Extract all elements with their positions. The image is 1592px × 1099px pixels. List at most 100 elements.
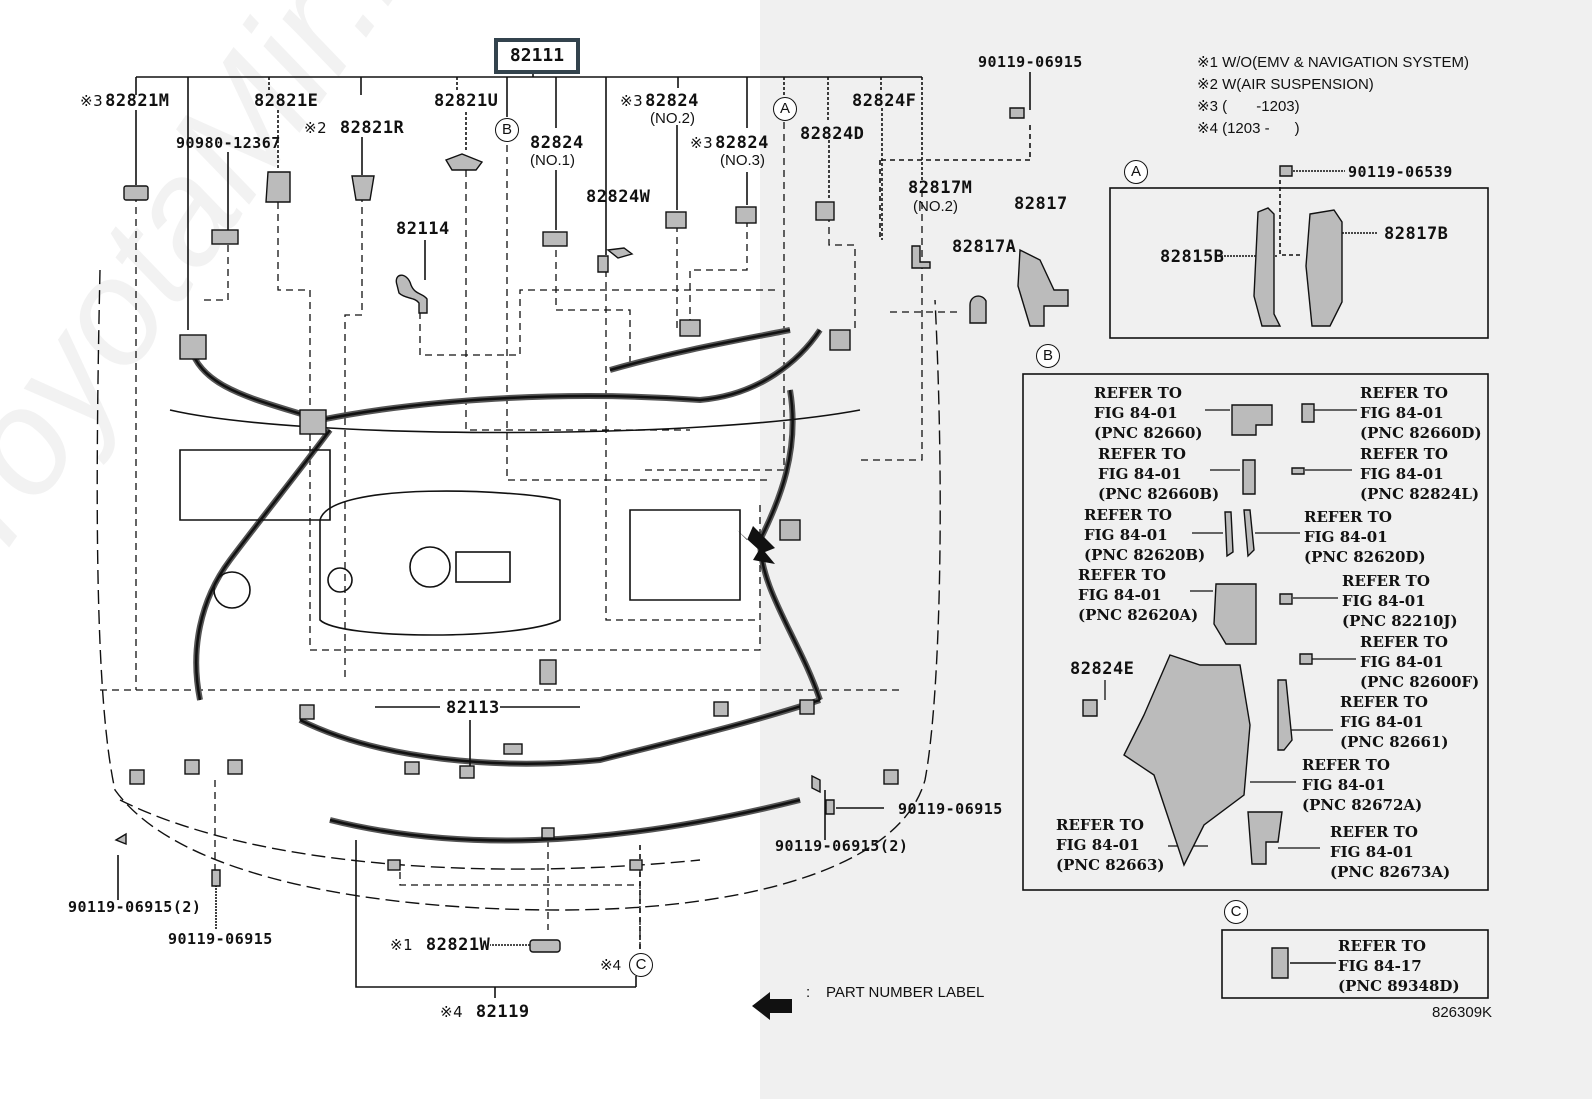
part-label-82114[interactable]: 82114 — [396, 219, 450, 239]
engine-cover — [319, 490, 561, 636]
harness-connector — [629, 859, 643, 871]
part-sublabel-no1: (NO.1) — [530, 152, 575, 169]
part-label-82821W[interactable]: ※1 82821W — [390, 935, 491, 955]
part-number-label-arrow-icon — [737, 526, 775, 564]
part-label-82824W[interactable]: 82824W — [586, 187, 651, 207]
engine-part — [213, 571, 251, 609]
note-2: ※2 W(AIR SUSPENSION) — [1197, 76, 1374, 93]
part-label-82817M[interactable]: 82817M — [908, 178, 973, 198]
harness-connector — [459, 765, 475, 779]
part-label-82119[interactable]: ※4 82119 — [440, 1002, 530, 1022]
connector-82821M — [123, 185, 149, 201]
note-4: ※4 (1203 - ) — [1197, 120, 1300, 137]
connector-90980 — [211, 229, 239, 245]
part-label-82824E[interactable]: 82824E — [1070, 659, 1135, 679]
harness-connector — [799, 699, 815, 715]
detail-c-label: C — [1224, 900, 1248, 924]
callout-c-mark: ※4 — [600, 957, 621, 974]
part-label-bolt-right-2[interactable]: 90119-06915(2) — [775, 837, 909, 855]
part-label-82113[interactable]: 82113 — [446, 698, 500, 718]
note-3: ※3 ( -1203) — [1197, 98, 1300, 115]
part-sublabel-no3: (NO.3) — [720, 152, 765, 169]
junction-box-82663 — [1123, 654, 1251, 867]
callout-b-circle[interactable]: B — [495, 118, 519, 142]
harness-connector — [404, 761, 420, 775]
callout-c-circle[interactable]: C — [629, 953, 653, 977]
right-panel-background — [760, 0, 1592, 1099]
part-label-bolt-top[interactable]: 90119-06915 — [978, 53, 1083, 71]
harness-connector — [387, 859, 401, 871]
part-label-82824F[interactable]: 82824F — [852, 91, 917, 111]
harness-connector — [503, 743, 523, 755]
detail-a-bolt-label[interactable]: 90119-06539 — [1348, 163, 1453, 181]
part-label-bolt-right[interactable]: 90119-06915 — [898, 800, 1003, 818]
detail-a-box — [1109, 187, 1489, 339]
connector-82824D — [815, 201, 835, 221]
part-label-bolt-left-2[interactable]: 90119-06915 — [168, 930, 273, 948]
connector-82210J — [1279, 593, 1293, 605]
part-label-82817B[interactable]: 82817B — [1384, 224, 1449, 244]
part-label-82815B[interactable]: 82815B — [1160, 247, 1225, 267]
clip-82817A — [969, 295, 987, 324]
bolt-right — [825, 799, 835, 815]
connector-82824E — [1082, 699, 1098, 717]
part-label-82821E[interactable]: 82821E — [254, 91, 319, 111]
connector-82824L — [1291, 467, 1305, 475]
engine-part — [179, 449, 331, 521]
fuse-82620B — [1224, 511, 1234, 558]
dashed-ref — [506, 145, 770, 481]
engine-part — [327, 567, 353, 593]
connector-82821U — [444, 153, 484, 171]
part-label-82821U[interactable]: 82821U — [434, 91, 499, 111]
part-sublabel-82817M: (NO.2) — [913, 198, 958, 215]
engine-part — [169, 409, 861, 434]
dashed-ref — [419, 289, 780, 356]
dashed-ref — [828, 215, 856, 330]
harness-connector — [129, 769, 145, 785]
part-label-82821R[interactable]: ※2 82821R — [304, 118, 405, 138]
connector-82824W — [597, 247, 634, 273]
connector-82821E — [265, 171, 291, 203]
detail-c-box — [1221, 929, 1489, 999]
callout-a-circle[interactable]: A — [773, 97, 797, 121]
part-label-90980-12367[interactable]: 90980-12367 — [176, 134, 281, 152]
body-outline — [96, 269, 941, 911]
harness-connector — [299, 704, 315, 720]
drawing-number: 826309K — [1432, 1004, 1493, 1021]
dashed-ref — [605, 270, 760, 621]
connector-82824-no3 — [735, 206, 757, 224]
part-label-bolt-left[interactable]: 90119-06915(2) — [68, 898, 202, 916]
engine-part — [409, 546, 451, 588]
dashed-ref — [465, 170, 690, 431]
part-label-82817[interactable]: 82817 — [1014, 194, 1068, 214]
part-label-82824-no1[interactable]: 82824 — [530, 133, 584, 153]
part-sublabel-no2: (NO.2) — [650, 110, 695, 127]
relay-82660B — [1242, 459, 1256, 495]
part-label-82817A[interactable]: 82817A — [952, 237, 1017, 257]
dashed-ref — [555, 250, 631, 365]
part-label-82824D[interactable]: 82824D — [800, 124, 865, 144]
bracket-82817B — [1305, 209, 1343, 327]
dashed-ref — [344, 195, 363, 680]
legend-separator: : — [806, 984, 811, 1001]
legend-text: PART NUMBER LABEL — [826, 984, 985, 1001]
harness-connector — [227, 759, 243, 775]
harness-connector — [541, 827, 555, 839]
